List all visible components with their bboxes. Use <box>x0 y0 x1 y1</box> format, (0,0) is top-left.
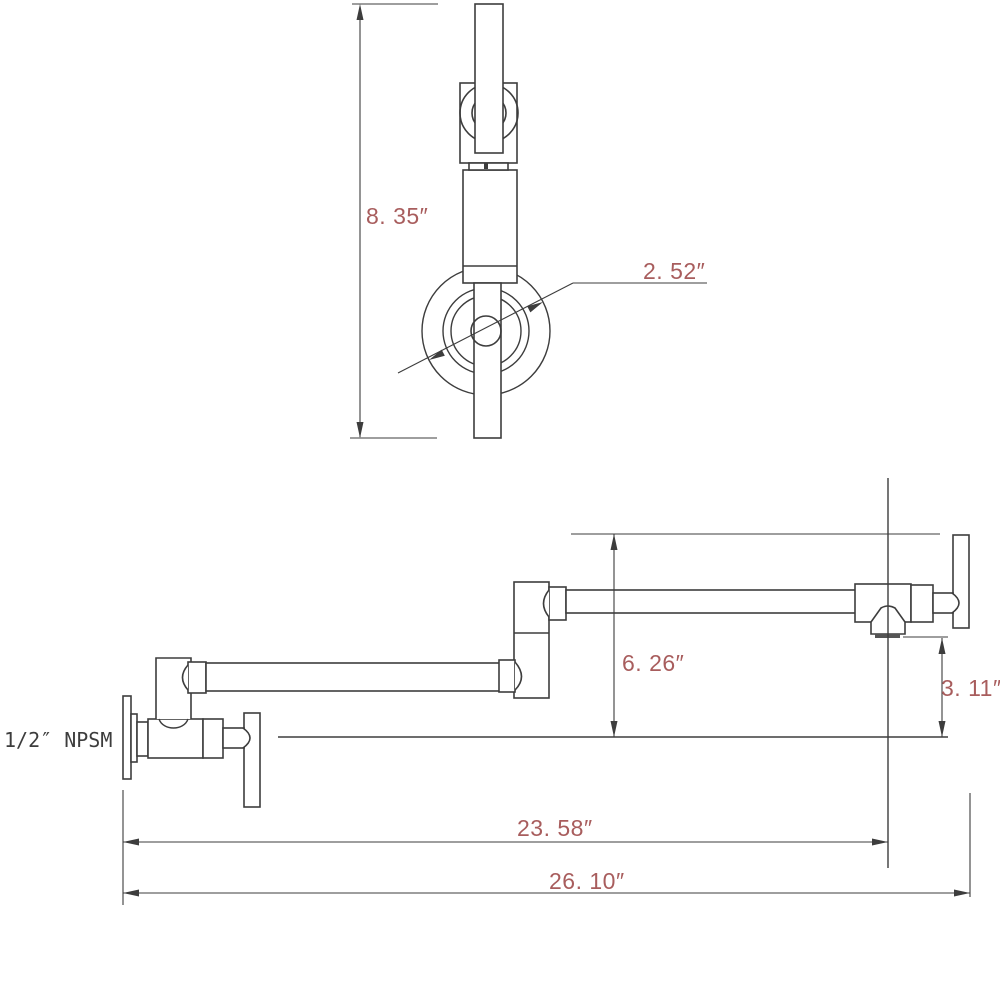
arrow-up-icon <box>938 638 946 654</box>
dim-label-clearance: 3. 11″ <box>941 675 1000 701</box>
arrow-left-icon <box>123 889 139 897</box>
upper-connector-bulge-arc <box>542 589 550 618</box>
lower-arm-ferrule <box>498 659 516 693</box>
arrow-up-icon <box>610 534 618 550</box>
elbow-dome-arc <box>158 718 189 729</box>
upper-arm-tube <box>565 589 857 614</box>
dim-line-diagonal <box>397 282 574 374</box>
dim-outlet-clearance: 3. 11″ <box>903 636 1000 737</box>
dim-total-reach: 26. 10″ <box>123 793 971 897</box>
spout-cartridge <box>910 584 934 623</box>
side-view <box>122 478 970 868</box>
arrow-up-icon <box>356 4 364 20</box>
dim-label-height: 8. 35″ <box>366 203 428 229</box>
block-step <box>468 162 509 171</box>
dim-top-height: 8. 35″ <box>350 3 438 439</box>
lower-arm-tube <box>205 662 501 692</box>
arrow-right-icon <box>954 889 970 897</box>
arrow-upright-icon <box>527 302 543 313</box>
inlet-thread-label: 1/2″ NPSM <box>4 728 112 752</box>
arrow-right-icon <box>872 838 888 846</box>
dim-reach-to-spout: 23. 58″ <box>122 790 888 905</box>
arrow-downleft-icon <box>429 349 445 360</box>
dim-spout-drop: 6. 26″ <box>571 533 940 737</box>
right-handle-stem <box>932 592 954 614</box>
left-stem-bullet <box>242 727 251 749</box>
arrow-down-icon <box>356 422 364 438</box>
dim-label-drop: 6. 26″ <box>622 650 684 676</box>
left-handle-bar <box>243 712 261 808</box>
arrow-left-icon <box>123 838 139 846</box>
connector-bulge-arc <box>181 664 189 691</box>
wall-flange <box>122 695 132 780</box>
block-step-tick <box>484 163 488 169</box>
right-stem-bullet <box>951 592 960 614</box>
dim-label-reach-spout: 23. 58″ <box>517 815 593 841</box>
dim-flange-diameter: 2. 52″ <box>397 258 707 374</box>
dim-label-diameter: 2. 52″ <box>643 258 705 284</box>
faucet-body-cylinder <box>462 169 518 284</box>
arrow-down-icon <box>938 721 946 737</box>
ferrule-bulge-arc <box>514 661 523 691</box>
top-view <box>421 3 551 439</box>
inlet-valve-body <box>147 718 204 759</box>
inlet-step <box>136 721 149 757</box>
left-handle-stem <box>222 727 245 749</box>
arrow-down-icon <box>610 721 618 737</box>
dim-label-total-reach: 26. 10″ <box>549 868 625 894</box>
aerator-circle <box>470 315 502 347</box>
front-handle-bar <box>474 3 504 154</box>
elbow-arm-connector <box>187 661 207 694</box>
upper-arm-connector <box>548 586 567 621</box>
flange-collar <box>130 713 138 763</box>
right-handle-bar <box>952 534 970 629</box>
folded-spout-tube <box>473 282 502 439</box>
left-valve-bonnet <box>202 718 224 759</box>
